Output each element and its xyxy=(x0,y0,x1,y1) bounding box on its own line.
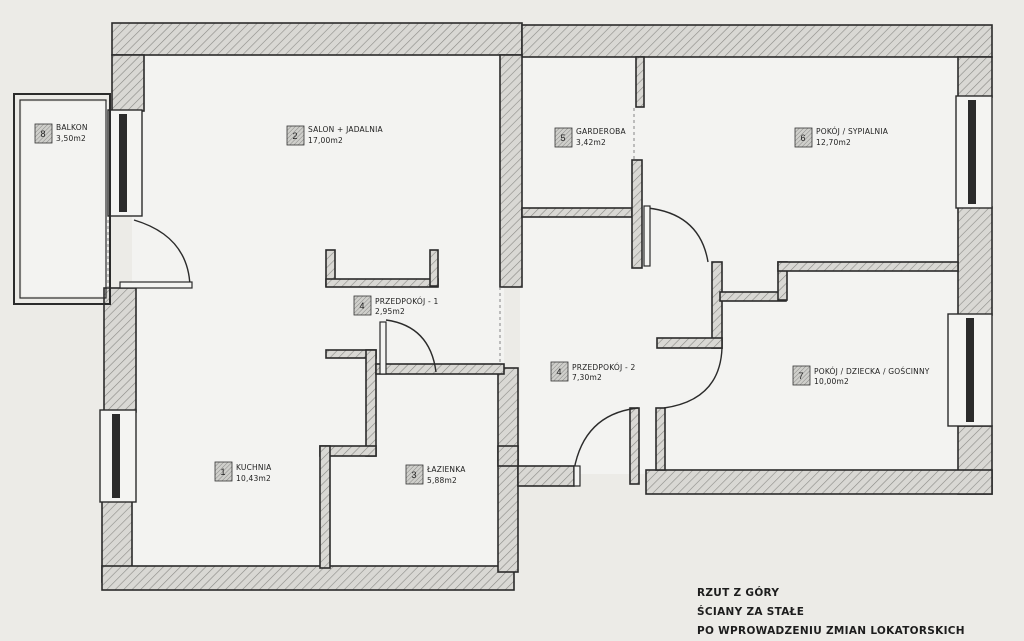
balcony-frame xyxy=(13,93,111,305)
windows xyxy=(99,95,993,503)
svg-text:7: 7 xyxy=(799,371,804,381)
svg-text:3,50m2: 3,50m2 xyxy=(56,134,86,143)
interior-walls xyxy=(319,56,959,569)
svg-text:4: 4 xyxy=(557,367,562,377)
room-label-salon: 2 SALON + JADALNIA 17,00m2 xyxy=(286,125,383,146)
plan-title-line-2: ŚCIANY ZA STAŁE xyxy=(697,606,805,618)
svg-text:3: 3 xyxy=(412,470,417,480)
plan-title-line-1: RZUT Z GÓRY xyxy=(697,587,780,599)
room-label-pokoj-dziecka: 7 POKÓJ / DZIECKA / GOŚCINNY 10,00m2 xyxy=(792,365,930,386)
room-label-przedpokoj-2: 4 PRZEDPOKÓJ - 2 7,30m2 xyxy=(550,361,636,382)
svg-text:12,70m2: 12,70m2 xyxy=(816,138,851,147)
svg-text:10,00m2: 10,00m2 xyxy=(814,377,849,386)
svg-text:8: 8 xyxy=(41,129,46,139)
svg-text:ŁAZIENKA: ŁAZIENKA xyxy=(426,465,466,474)
svg-text:POKÓJ / SYPIALNIA: POKÓJ / SYPIALNIA xyxy=(816,127,889,136)
svg-text:GARDEROBA: GARDEROBA xyxy=(576,127,627,136)
svg-text:3,42m2: 3,42m2 xyxy=(576,138,606,147)
svg-text:2,95m2: 2,95m2 xyxy=(375,307,405,316)
svg-text:POKÓJ / DZIECKA / GOŚCINNY: POKÓJ / DZIECKA / GOŚCINNY xyxy=(814,367,930,376)
svg-text:KUCHNIA: KUCHNIA xyxy=(236,463,272,472)
room-label-kuchnia: 1 KUCHNIA 10,43m2 xyxy=(214,461,272,483)
svg-text:PRZEDPOKÓJ - 2: PRZEDPOKÓJ - 2 xyxy=(572,363,636,372)
doors xyxy=(107,108,723,487)
svg-text:4: 4 xyxy=(360,301,365,311)
svg-text:SALON + JADALNIA: SALON + JADALNIA xyxy=(308,125,383,134)
svg-text:1: 1 xyxy=(221,467,226,477)
plan-title-block: RZUT Z GÓRY ŚCIANY ZA STAŁE PO WPROWADZE… xyxy=(697,584,965,641)
outer-walls xyxy=(101,22,993,591)
room-label-garderoba: 5 GARDEROBA 3,42m2 xyxy=(554,127,627,148)
room-label-przedpokoj-1: 4 PRZEDPOKÓJ - 1 2,95m2 xyxy=(353,295,439,316)
room-label-balkon: 8 BALKON 3,50m2 xyxy=(34,123,88,144)
svg-text:17,00m2: 17,00m2 xyxy=(308,136,343,145)
svg-text:5,88m2: 5,88m2 xyxy=(427,476,457,485)
svg-text:BALKON: BALKON xyxy=(56,123,88,132)
svg-text:PRZEDPOKÓJ - 1: PRZEDPOKÓJ - 1 xyxy=(375,297,439,306)
svg-text:2: 2 xyxy=(293,131,298,141)
svg-text:5: 5 xyxy=(561,133,566,143)
svg-text:10,43m2: 10,43m2 xyxy=(236,474,271,483)
svg-text:7,30m2: 7,30m2 xyxy=(572,373,602,382)
room-label-sypialnia: 6 POKÓJ / SYPIALNIA 12,70m2 xyxy=(794,127,889,148)
room-label-lazienka: 3 ŁAZIENKA 5,88m2 xyxy=(405,464,466,485)
plan-title-line-3: PO WPROWADZENIU ZMIAN LOKATORSKICH xyxy=(697,625,965,637)
svg-text:6: 6 xyxy=(801,133,806,143)
